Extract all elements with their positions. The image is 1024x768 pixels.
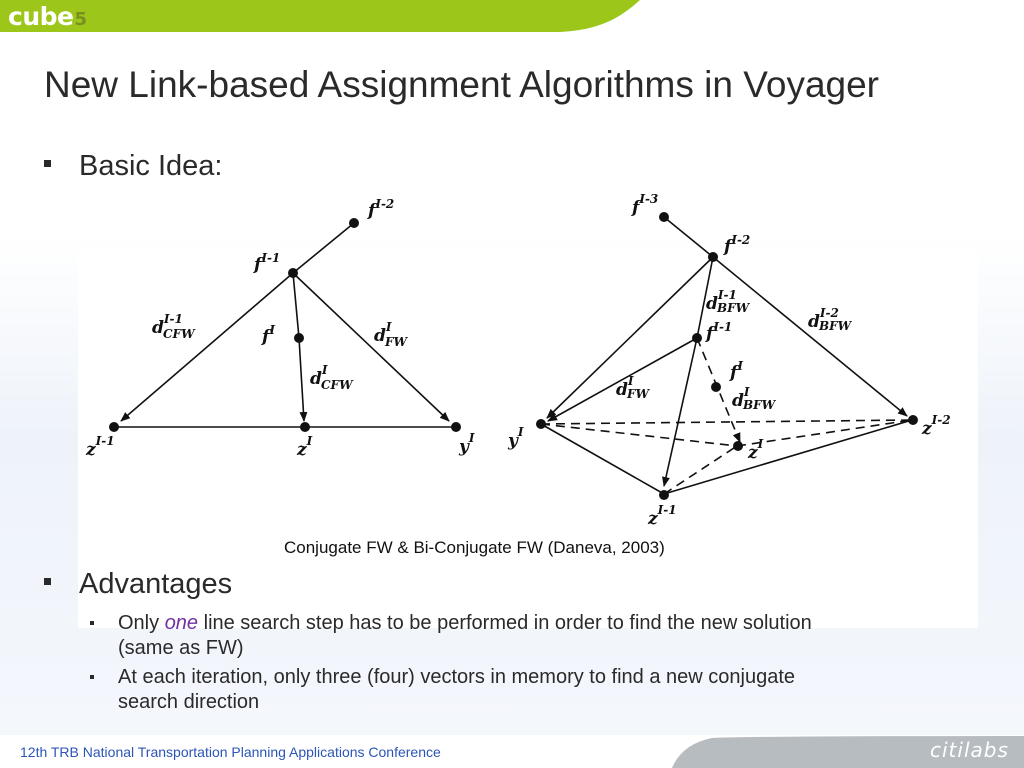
label-y-i: yI <box>507 425 524 451</box>
edge-d-fw-i <box>292 272 450 422</box>
citilabs-logo: citilabs <box>930 738 1009 762</box>
figure-background <box>78 248 978 628</box>
edge-y-z-i1 <box>540 423 665 495</box>
edge-z-i1-z-i-dash <box>663 445 738 495</box>
node-f-i2 <box>708 252 718 262</box>
label-z-i2: zI-2 <box>921 413 951 439</box>
node-y-i <box>451 422 461 432</box>
sub-bullet-text: Only one line search step has to be perf… <box>118 611 918 661</box>
node-f-i2 <box>349 218 359 228</box>
edge-f-i3-f-i2 <box>663 216 714 258</box>
sub-bullet-text: At each iteration, only three (four) vec… <box>118 665 918 715</box>
label-f-i: fI <box>729 359 743 383</box>
edge-d-fw-i <box>547 337 698 422</box>
node-z-i1 <box>659 490 669 500</box>
label-z-i1: zI-1 <box>647 503 677 529</box>
logo-version: 5 <box>74 9 87 30</box>
cube-logo: cube5 <box>8 2 87 31</box>
bullet-square-icon <box>44 577 51 585</box>
edge-z-i1-z-i2 <box>663 419 913 495</box>
node-z-i <box>733 441 743 451</box>
node-z-i1 <box>109 422 119 432</box>
label-z-i: zI <box>747 437 764 463</box>
bullet-basic-idea-text: Basic Idea: <box>79 150 223 182</box>
node-f-i1 <box>692 333 702 343</box>
label-z-i1: zI-1 <box>85 434 115 460</box>
bullet-advantages-text: Advantages <box>79 568 233 600</box>
edge-d-cfw-i1 <box>120 272 294 422</box>
edge-d-bfw-i2 <box>712 256 908 417</box>
label-f-i2: fI-2 <box>367 197 394 221</box>
edge-f-i2-y <box>546 256 714 419</box>
node-f-i1 <box>288 268 298 278</box>
emphasis-one: one <box>164 612 199 634</box>
node-y-i <box>536 419 546 429</box>
header-band <box>0 0 640 32</box>
edge-f-i1-f-i2 <box>292 222 355 274</box>
sub-bullet-square-icon <box>90 675 94 679</box>
edge-d-cfw-i <box>298 337 308 422</box>
sub-bullet-text-line1: At each iteration, only three (four) vec… <box>118 666 796 688</box>
node-z-i2 <box>908 415 918 425</box>
bullet-square-icon <box>44 159 51 167</box>
edge-d-bfw-i1 <box>696 256 714 339</box>
citilabs-band <box>672 736 1024 768</box>
label-y-i: yI <box>458 431 475 457</box>
slide-title: New Link-based Assignment Algorithms in … <box>44 64 879 105</box>
edge-y-z-i2-dash <box>540 419 913 425</box>
node-f-i <box>711 382 721 392</box>
node-f-i3 <box>659 212 669 222</box>
label-z-i: zI <box>296 434 313 460</box>
figure-caption: Conjugate FW & Bi-Conjugate FW (Daneva, … <box>284 538 665 557</box>
label-f-i2: fI-2 <box>723 233 750 257</box>
label-f-i1: fI-1 <box>253 251 280 275</box>
edge-y-z-i-dash <box>540 423 738 447</box>
edge-f-i1-f-i <box>292 272 300 339</box>
node-z-i <box>300 422 310 432</box>
bullet-basic-idea: Basic Idea: <box>44 150 222 183</box>
node-f-i <box>294 333 304 343</box>
sub-bullet-square-icon <box>90 621 94 625</box>
sub-bullet-text-line2: search direction <box>118 691 260 713</box>
label-f-i1: fI-1 <box>705 320 732 344</box>
bullet-advantages: Advantages <box>44 568 232 601</box>
label-f-i3: fI-3 <box>631 192 658 218</box>
logo-text: cube <box>8 2 74 31</box>
sub-bullet-text-line2: (same as FW) <box>118 637 244 659</box>
footer-conference: 12th TRB National Transportation Plannin… <box>20 744 441 760</box>
edge-d-bfw-i <box>696 337 741 443</box>
label-f-i: fI <box>261 323 275 347</box>
sub-bullet-text-post: line search step has to be performed in … <box>198 612 812 634</box>
edge-f-i1-z-i1 <box>662 337 698 487</box>
sub-bullet-text-pre: Only <box>118 612 165 634</box>
